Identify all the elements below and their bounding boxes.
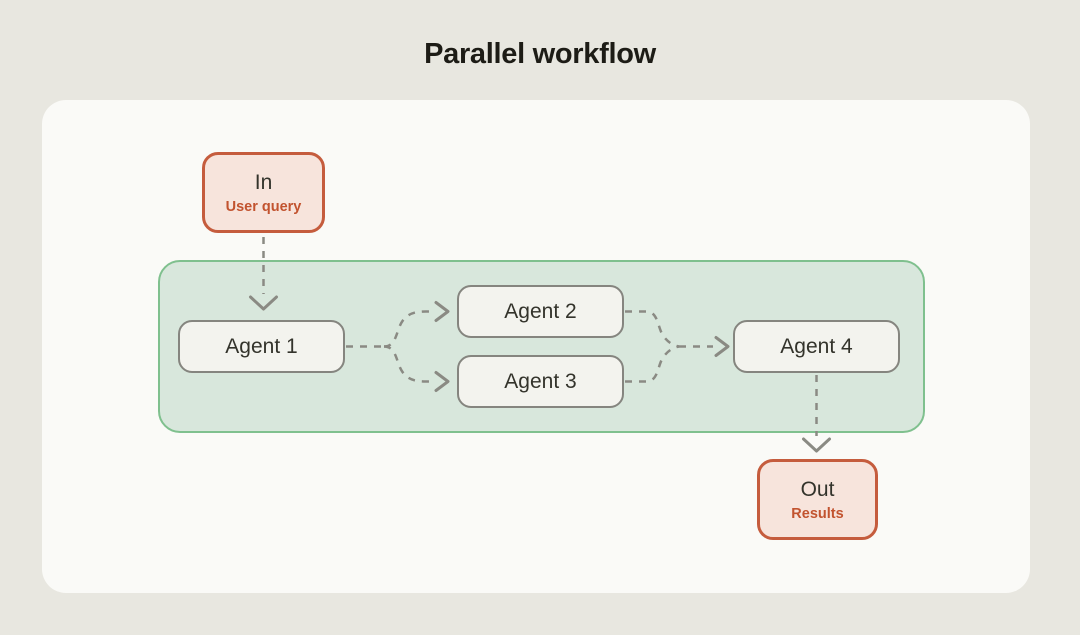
node-agent-1: Agent 1: [178, 320, 345, 373]
node-in: In User query: [202, 152, 325, 233]
out-node-sublabel: Results: [791, 506, 844, 523]
in-node-label: In: [254, 170, 273, 194]
agent-3-label: Agent 3: [504, 369, 577, 393]
agent-1-label: Agent 1: [225, 334, 298, 358]
node-out: Out Results: [757, 459, 878, 540]
agent-2-label: Agent 2: [504, 299, 577, 323]
in-node-sublabel: User query: [225, 199, 302, 216]
out-node-label: Out: [800, 477, 835, 501]
agent-4-label: Agent 4: [780, 334, 853, 358]
node-agent-2: Agent 2: [457, 285, 624, 338]
node-agent-3: Agent 3: [457, 355, 624, 408]
diagram-title: Parallel workflow: [424, 38, 656, 70]
node-agent-4: Agent 4: [733, 320, 900, 373]
